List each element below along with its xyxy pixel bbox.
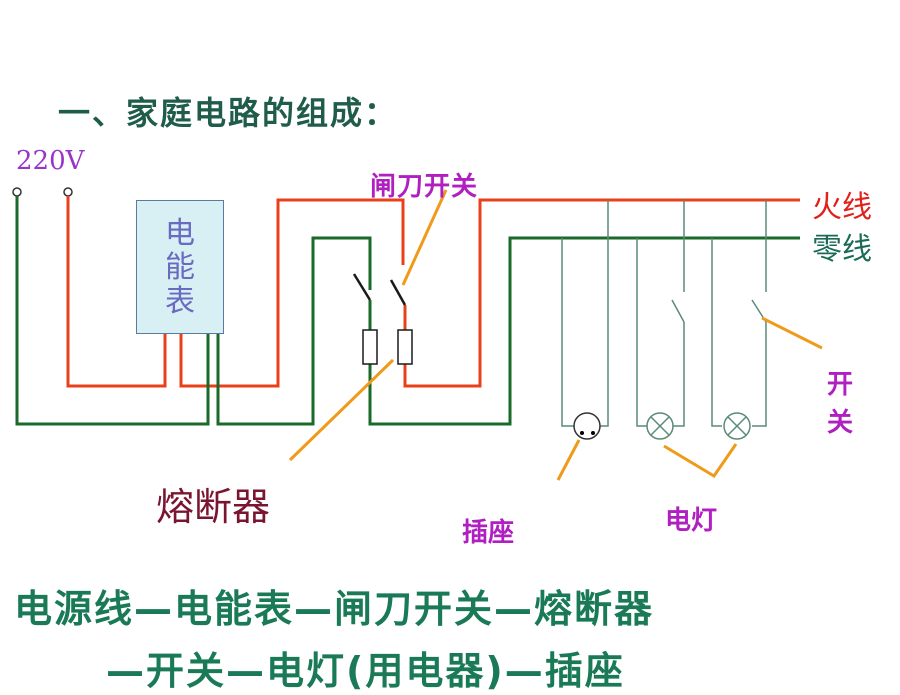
meter-label: 电能表 — [165, 216, 195, 319]
pointer-lines — [288, 189, 823, 481]
fuse-pair — [362, 329, 413, 365]
summary-line-2: —开关—电灯(用电器)—插座 — [106, 649, 625, 693]
socket-label: 插座 — [462, 518, 515, 548]
lamp-symbol-1 — [646, 412, 674, 440]
energy-meter: 电能表 — [136, 200, 224, 334]
live-wire-label: 火线 — [812, 190, 872, 225]
socket-symbol — [573, 412, 601, 440]
page-title: 一、家庭电路的组成： — [58, 94, 399, 132]
knife-switch — [352, 273, 407, 306]
terminal-left — [12, 187, 22, 197]
neutral-wire-label: 零线 — [812, 232, 872, 267]
knife-switch-label: 闸刀开关 — [370, 172, 479, 202]
branch-circuits — [561, 200, 767, 427]
summary-line-1: 电源线—电能表—闸刀开关—熔断器 — [14, 587, 655, 631]
terminal-right — [63, 187, 73, 197]
voltage-label: 220V — [16, 146, 85, 176]
neutral-wire-path — [15, 196, 800, 426]
lamp-label: 电灯 — [665, 506, 718, 536]
switch-label: 开关 — [826, 370, 853, 438]
circuit-diagram — [12, 187, 823, 481]
lamp-symbol-2 — [723, 412, 751, 440]
fuse-label: 熔断器 — [156, 485, 271, 529]
